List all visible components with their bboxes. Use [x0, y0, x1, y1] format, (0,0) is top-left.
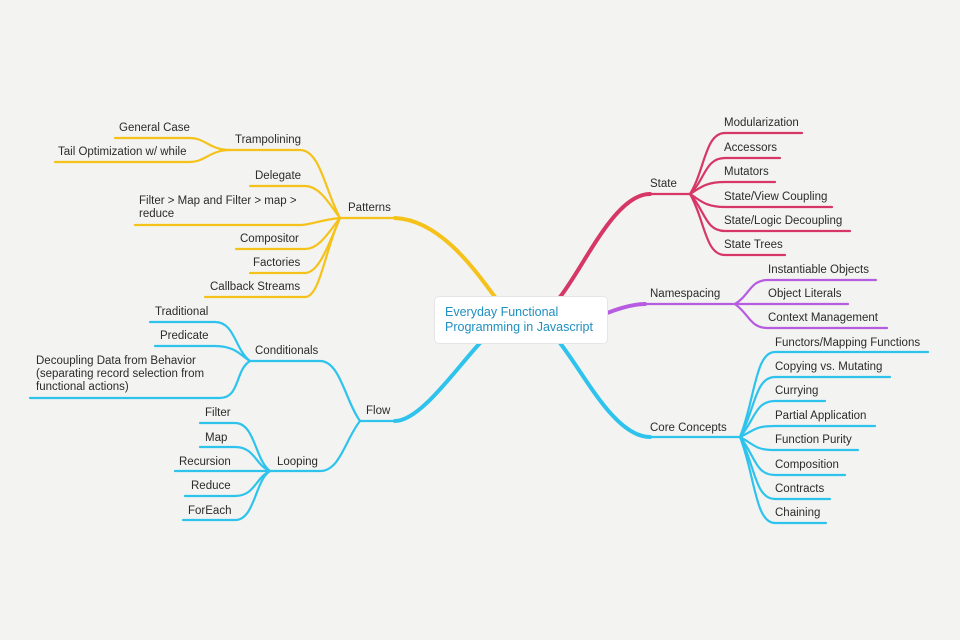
topic-mutators[interactable]: Mutators: [724, 166, 769, 178]
link-patterns-delegate: [248, 184, 342, 220]
link-looping-foreach: [181, 469, 272, 522]
link-core-chaining: [738, 435, 828, 525]
topic-currying[interactable]: Currying: [775, 385, 819, 397]
topic-copying-mutating[interactable]: Copying vs. Mutating: [775, 361, 883, 373]
state-connectors: [558, 131, 852, 299]
link-conditionals-decoupling: [28, 359, 252, 400]
topic-functors[interactable]: Functors/Mapping Functions: [775, 337, 921, 349]
link-center-flow: [393, 341, 482, 423]
link-patterns-filter-map: [133, 216, 342, 227]
central-topic-line-2: Programming in Javascript: [445, 320, 593, 334]
link-core-purity: [738, 435, 860, 452]
patterns-connectors: [53, 136, 497, 299]
topic-context-management[interactable]: Context Management: [768, 312, 878, 324]
topic-instantiable-objects[interactable]: Instantiable Objects: [768, 264, 870, 276]
topic-filter[interactable]: Filter: [205, 407, 231, 419]
link-core-currying: [738, 399, 827, 439]
topic-traditional[interactable]: Traditional: [155, 306, 209, 318]
link-core-partial: [738, 424, 877, 439]
topic-flow[interactable]: Flow: [366, 405, 391, 417]
topic-object-literals[interactable]: Object Literals: [768, 288, 842, 300]
link-core-composition: [738, 435, 847, 477]
topic-conditionals[interactable]: Conditionals: [255, 345, 319, 357]
link-state-logic-decoupling: [688, 192, 852, 233]
link-center-state: [558, 192, 652, 299]
link-namespacing-instantiable: [733, 278, 878, 306]
topic-reduce[interactable]: Reduce: [191, 480, 231, 492]
topic-callback-streams[interactable]: Callback Streams: [210, 281, 301, 293]
topic-composition[interactable]: Composition: [775, 459, 839, 471]
link-state-modularization: [688, 131, 804, 196]
link-state-trees: [688, 192, 787, 257]
link-flow-looping: [268, 419, 362, 473]
link-state-mutators: [688, 180, 777, 196]
link-center-core: [558, 341, 652, 439]
topic-patterns[interactable]: Patterns: [348, 202, 391, 214]
central-topic-line-1: Everyday Functional: [445, 305, 559, 319]
topic-state-view-coupling[interactable]: State/View Coupling: [724, 191, 828, 203]
topic-recursion[interactable]: Recursion: [179, 456, 231, 468]
topic-function-purity[interactable]: Function Purity: [775, 434, 852, 446]
topic-partial-application[interactable]: Partial Application: [775, 410, 867, 422]
topic-factories[interactable]: Factories: [253, 257, 301, 269]
topic-trampolining[interactable]: Trampolining: [235, 134, 302, 146]
topic-foreach[interactable]: ForEach: [188, 505, 232, 517]
link-core-copying: [738, 375, 892, 439]
link-namespacing-context: [733, 302, 889, 330]
topic-looping[interactable]: Looping: [277, 456, 318, 468]
topic-predicate[interactable]: Predicate: [160, 330, 209, 342]
link-center-patterns: [393, 216, 497, 299]
topic-modularization[interactable]: Modularization: [724, 117, 799, 129]
link-trampolining-tail-optimization: [53, 148, 232, 164]
link-patterns-trampolining: [228, 148, 342, 220]
link-flow-conditionals: [248, 359, 362, 423]
topic-state[interactable]: State: [650, 178, 677, 190]
link-patterns-callback-streams: [203, 216, 342, 299]
topic-state-logic-decoupling[interactable]: State/Logic Decoupling: [724, 215, 843, 227]
link-state-accessors: [688, 156, 782, 196]
topic-namespacing[interactable]: Namespacing: [650, 288, 721, 300]
central-topic[interactable]: Everyday Functional Programming in Javas…: [435, 297, 607, 343]
link-core-contracts: [738, 435, 832, 501]
topic-contracts[interactable]: Contracts: [775, 483, 825, 495]
topic-state-trees[interactable]: State Trees: [724, 239, 783, 251]
topic-accessors[interactable]: Accessors: [724, 142, 778, 154]
topic-compositor[interactable]: Compositor: [240, 233, 299, 245]
topic-map[interactable]: Map: [205, 432, 228, 444]
link-patterns-compositor: [234, 216, 342, 251]
link-looping-map: [198, 445, 272, 473]
link-looping-filter: [198, 421, 272, 473]
link-center-namespacing: [605, 302, 647, 315]
core-concepts-connectors: [558, 341, 930, 525]
topic-delegate[interactable]: Delegate: [255, 170, 302, 182]
topic-tail-optimization[interactable]: Tail Optimization w/ while: [58, 146, 187, 158]
link-conditionals-predicate: [153, 344, 252, 363]
topic-core-concepts[interactable]: Core Concepts: [650, 422, 727, 434]
namespacing-connectors: [605, 278, 889, 330]
link-core-functors: [738, 350, 930, 439]
flow-connectors: [28, 320, 482, 522]
topic-filter-map-reduce[interactable]: Filter > Map and Filter > map > reduce: [139, 195, 297, 220]
topic-decoupling-data[interactable]: Decoupling Data from Behavior (separatin…: [36, 355, 205, 393]
topic-chaining[interactable]: Chaining: [775, 507, 821, 519]
topic-general-case[interactable]: General Case: [119, 122, 190, 134]
